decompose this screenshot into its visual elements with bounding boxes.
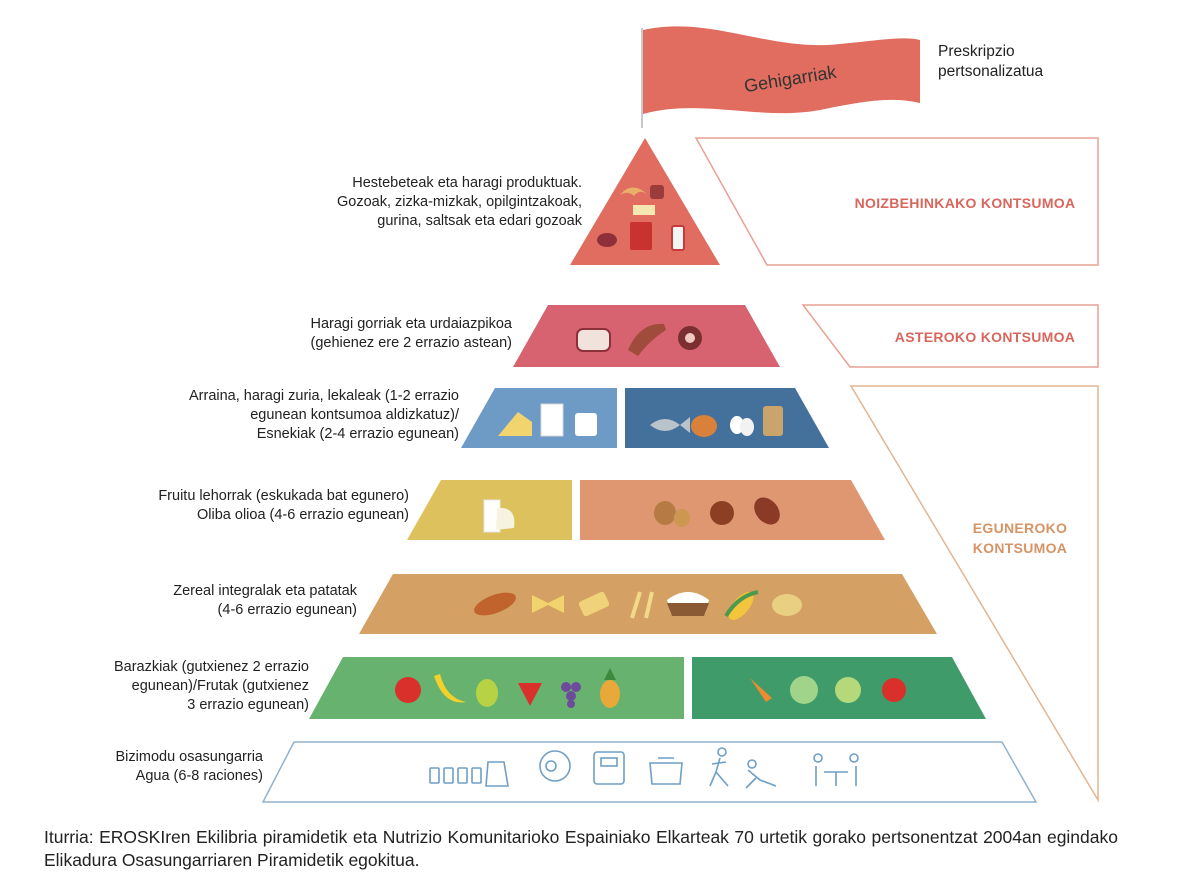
potato-icon: [772, 594, 802, 616]
daily-consumption-label: EGUNEROKO KONTSUMOA: [972, 520, 1068, 556]
pear-icon: [476, 679, 498, 707]
tier-2-label: Haragi gorriak eta urdaiazpikoa (gehiene…: [310, 316, 512, 351]
sausage-icon: [650, 185, 664, 199]
tier-1-label: Hestebeteak eta haragi produktuak. Gozoa…: [337, 175, 582, 229]
carrot-icon: [750, 678, 772, 702]
pasta-icon: [532, 595, 564, 613]
social-table-icon: [815, 766, 857, 786]
tier-4-icons: [483, 497, 780, 533]
ham-leg-icon: [628, 323, 666, 356]
milk-carton-icon: [540, 403, 564, 437]
fish-icon: [650, 417, 690, 433]
sausage-icon: [597, 233, 617, 247]
apple-icon: [395, 677, 421, 703]
tier-2-icons: [576, 323, 702, 356]
tier-5-label: Zereal integralak eta patatak (4-6 erraz…: [173, 583, 357, 618]
flag-banner: [643, 26, 920, 115]
cannelloni-icon: [578, 591, 610, 617]
source-caption: Iturria: EROSKIren Ekilibria piramidetik…: [44, 827, 1118, 870]
bread-icon: [474, 592, 516, 616]
yogurt-icon: [575, 413, 597, 436]
tier-3-icons: [498, 403, 783, 437]
tier-3-label: Arraina, haragi zuria, lekaleak (1-2 err…: [189, 388, 459, 442]
tier-7-label: Bizimodu osasungarria Agua (6-8 raciones…: [115, 749, 264, 784]
wheat-icon: [630, 591, 654, 619]
chicken-icon: [691, 415, 717, 437]
candy-bag-icon: [630, 222, 652, 250]
tier-7-shape: [261, 741, 1038, 803]
tier-4-label: Fruitu lehorrak (eskukada bat egunero) O…: [158, 488, 409, 523]
tier-1-icons: [597, 185, 685, 251]
soda-can-icon: [671, 225, 685, 251]
cooking-pot-icon: [649, 757, 683, 785]
strawberry-icon: [518, 683, 542, 706]
tier-7-icons: [429, 747, 859, 789]
lettuce-icon: [790, 676, 818, 704]
hazelnut-icon: [710, 501, 734, 525]
walnut-icon: [654, 501, 676, 525]
tomato-icon: [882, 678, 906, 702]
grapes-icon: [561, 682, 571, 692]
water-glasses-icon: [429, 767, 440, 784]
pineapple-icon: [600, 680, 620, 708]
occasional-band: [694, 137, 1099, 266]
tier-6-label: Barazkiak (gutxienez 2 errazio egunean)/…: [113, 659, 309, 713]
mind-icon: [539, 750, 571, 782]
tier-3-right-shape: [625, 388, 829, 448]
tier-6-icons: [395, 668, 906, 708]
sport-icon: [709, 757, 777, 789]
cheese-icon: [498, 412, 532, 436]
daily-band: [849, 385, 1099, 803]
legumes-sack-icon: [763, 406, 783, 436]
almond-icon: [754, 497, 780, 525]
croissant-icon: [620, 187, 648, 196]
scale-icon: [593, 751, 625, 785]
occasional-consumption-label: NOIZBEHINKAKO KONTSUMOA: [854, 195, 1076, 211]
cake-icon: [633, 205, 655, 215]
tier-5-icons: [474, 590, 802, 621]
personalized-prescription-label: Preskripzio pertsonalizatua: [938, 43, 1044, 80]
corn-icon: [728, 591, 754, 621]
weekly-consumption-label: ASTEROKO KONTSUMOA: [894, 329, 1076, 345]
banana-icon: [434, 674, 466, 703]
cabbage-icon: [835, 677, 861, 703]
steak-icon: [576, 328, 611, 352]
weekly-band: [801, 304, 1099, 368]
